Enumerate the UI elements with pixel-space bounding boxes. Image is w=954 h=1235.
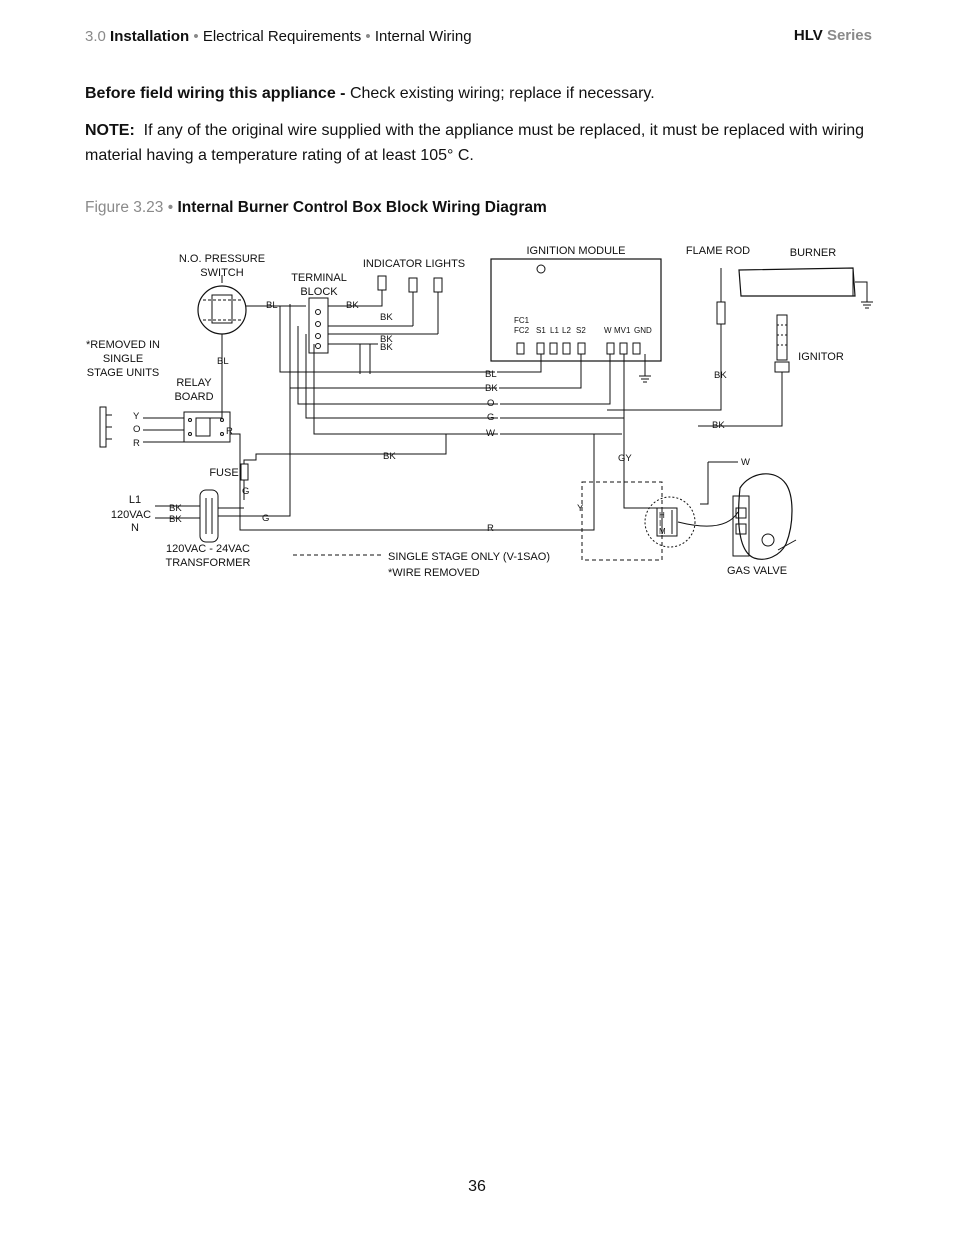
label-l2-term: L2 — [562, 326, 571, 335]
wire-w-valve: W — [741, 457, 750, 468]
separator: • — [365, 28, 371, 45]
label-removed-2: SINGLE — [103, 353, 143, 365]
label-terminal-block-2: BLOCK — [300, 286, 338, 298]
figure-separator: • — [167, 199, 174, 216]
wire-bl: BL — [217, 356, 229, 367]
before-wiring-paragraph: Before field wiring this appliance - Che… — [85, 82, 875, 106]
terminal-block — [308, 297, 329, 354]
label-fc1: FC1 — [514, 316, 530, 325]
label-s1: S1 — [536, 326, 546, 335]
relay-board — [99, 406, 231, 448]
figure-title: Internal Burner Control Box Block Wiring… — [177, 199, 547, 216]
label-s2: S2 — [576, 326, 586, 335]
running-header: 3.0 Installation • Electrical Requiremen… — [85, 28, 472, 45]
separator: • — [193, 28, 199, 45]
label-fuse: FUSE — [209, 467, 238, 479]
wire-bk: BK — [380, 312, 393, 323]
label-transformer-2: TRANSFORMER — [166, 557, 251, 569]
note-text: If any of the original wire supplied wit… — [85, 122, 865, 164]
wire-bl-bus: BL — [485, 369, 497, 380]
ignitor — [698, 314, 790, 427]
label-mv1: MV1 — [614, 326, 631, 335]
label-indicator-lights: INDICATOR LIGHTS — [363, 258, 465, 270]
figure-number: Figure 3.23 — [85, 199, 164, 216]
fuse — [240, 434, 447, 500]
wire-gy: GY — [618, 453, 632, 464]
series-label: HLV Series — [794, 27, 872, 44]
label-gas-valve: GAS VALVE — [727, 565, 787, 577]
label-relay-board-1: RELAY — [176, 377, 212, 389]
wire-o: O — [133, 424, 140, 435]
label-n: N — [131, 522, 139, 534]
wire-bl: BL — [266, 300, 278, 311]
label-him-h: H — [659, 511, 665, 520]
label-single-stage: SINGLE STAGE ONLY (V-1SAO) — [388, 551, 550, 563]
label-fc2: FC2 — [514, 326, 530, 335]
before-wiring-text: Check existing wiring; replace if necess… — [349, 85, 655, 102]
diagram-labels: N.O. PRESSURE SWITCH INDICATOR LIGHTS IG… — [86, 245, 844, 579]
wire-o-bus: O — [487, 398, 494, 409]
label-burner: BURNER — [790, 247, 837, 259]
label-removed-1: *REMOVED IN — [86, 339, 160, 351]
label-l1-term: L1 — [550, 326, 559, 335]
burner — [738, 267, 873, 309]
wiring-diagram: N.O. PRESSURE SWITCH INDICATOR LIGHTS IG… — [86, 245, 873, 579]
wire-w-bus: W — [486, 428, 495, 439]
label-him-m: M — [659, 527, 666, 536]
breadcrumb-wiring: Internal Wiring — [374, 28, 472, 45]
wire-r-out: R — [226, 426, 233, 437]
flame-rod — [716, 268, 726, 368]
label-flame-rod: FLAME ROD — [686, 245, 750, 257]
label-pressure-switch-1: N.O. PRESSURE — [179, 253, 265, 265]
label-w-term: W — [604, 326, 612, 335]
wire-bk: BK — [346, 300, 359, 311]
wire-bk-flame: BK — [714, 370, 727, 381]
wire-y-valve: Y — [577, 503, 584, 514]
figure-caption: Figure 3.23 • Internal Burner Control Bo… — [85, 199, 547, 217]
wire-bk-x1: BK — [169, 503, 182, 514]
section-number: 3.0 — [85, 28, 106, 45]
wire-bk-long: BK — [383, 451, 396, 462]
indicator-lights — [377, 275, 443, 334]
label-transformer-1: 120VAC - 24VAC — [166, 543, 250, 555]
wire-y: Y — [133, 411, 140, 422]
label-120vac: 120VAC — [111, 509, 151, 521]
wire-g-bus: G — [487, 412, 494, 423]
label-gnd: GND — [634, 326, 652, 335]
wire-bk-ign: BK — [712, 420, 725, 431]
before-wiring-heading: Before field wiring this appliance - — [85, 85, 346, 102]
wire-g-fuse: G — [242, 486, 249, 497]
note-paragraph: NOTE: If any of the original wire suppli… — [85, 118, 875, 168]
wire-bk: BK — [380, 334, 393, 345]
label-terminal-block-1: TERMINAL — [291, 272, 347, 284]
wire-bk-bus: BK — [485, 383, 498, 394]
breadcrumb-electrical: Electrical Requirements — [202, 28, 362, 45]
series-name: HLV — [793, 27, 823, 44]
label-relay-board-2: BOARD — [174, 391, 213, 403]
ignition-module — [490, 258, 662, 362]
wire-g-xfmr: G — [262, 513, 269, 524]
wire-bk: BK — [380, 342, 393, 353]
pressure-switch — [197, 275, 247, 344]
wire-r-long: R — [487, 523, 494, 534]
series-word: Series — [826, 27, 872, 44]
label-l1: L1 — [129, 494, 141, 506]
label-him-i: I — [659, 519, 661, 528]
transformer — [155, 304, 291, 543]
gas-valve-body — [677, 473, 797, 560]
section-title: Installation — [110, 28, 190, 45]
label-removed-3: STAGE UNITS — [87, 367, 160, 379]
label-pressure-switch-2: SWITCH — [200, 267, 243, 279]
wire-bk-x2: BK — [169, 514, 182, 525]
label-wire-removed: *WIRE REMOVED — [388, 567, 480, 579]
label-ignitor: IGNITOR — [798, 351, 844, 363]
label-ignition-module: IGNITION MODULE — [526, 245, 625, 257]
wire-r: R — [133, 438, 140, 449]
page-number: 36 — [468, 1178, 486, 1195]
note-heading: NOTE: — [85, 122, 135, 139]
